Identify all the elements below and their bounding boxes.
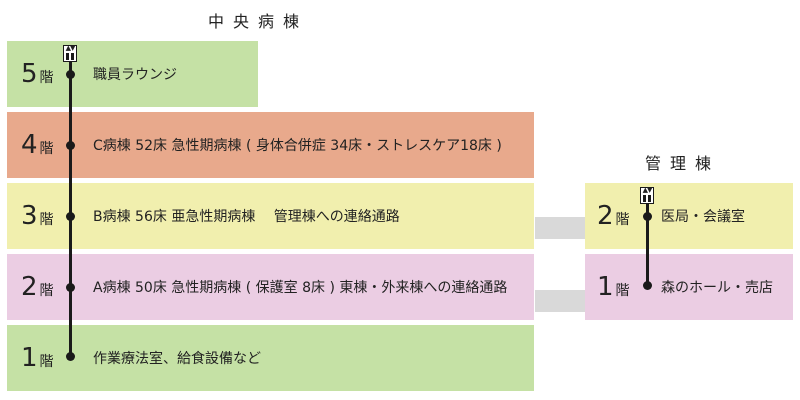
floor-stop-dot	[66, 70, 75, 79]
main-building-title: 中央病棟	[208, 12, 309, 31]
floor-stop-dot	[643, 212, 652, 221]
floor-stop-dot	[66, 212, 75, 221]
floor-number: 1	[21, 343, 38, 373]
floor-number: 1	[597, 272, 614, 302]
floor-description: C病棟 52床 急性期病棟 ( 身体合併症 34床・ストレスケア18床 )	[93, 138, 502, 154]
floor-description: 作業療法室、給食設備など	[93, 351, 261, 367]
floor-description: 職員ラウンジ	[93, 67, 177, 83]
floor-suffix: 階	[39, 141, 54, 157]
floor-suffix: 階	[39, 70, 54, 86]
floor-suffix: 階	[39, 354, 54, 370]
floor-number: 2	[597, 201, 614, 231]
floor-suffix: 階	[39, 212, 54, 228]
floor-suffix: 階	[615, 212, 630, 228]
floor-suffix: 階	[39, 283, 54, 299]
floor-stop-dot	[643, 281, 652, 290]
floor-number: 5	[21, 59, 38, 89]
floor-number: 4	[21, 130, 38, 160]
floor-number: 2	[21, 272, 38, 302]
floor-description: A病棟 50床 急性期病棟 ( 保護室 8床 ) 東棟・外来棟への連絡通路	[93, 280, 508, 296]
floor-number: 3	[21, 201, 38, 231]
elevator-icon: ▲▼	[63, 45, 77, 62]
corridor-2f	[535, 290, 585, 312]
admin-building-title: 管理棟	[645, 154, 721, 173]
floor-description: 森のホール・売店	[661, 280, 773, 296]
elevator-icon: ▲▼	[640, 187, 654, 204]
elevator-shaft-main	[69, 60, 72, 356]
floor-stop-dot	[66, 283, 75, 292]
elevator-shaft-admin	[646, 202, 649, 284]
floor-description: 医局・会議室	[661, 209, 745, 225]
floor-stop-dot	[66, 141, 75, 150]
floor-description: B病棟 56床 亜急性期病棟 管理棟への連絡通路	[93, 209, 400, 225]
corridor-3f	[535, 217, 585, 239]
floor-suffix: 階	[615, 283, 630, 299]
floor-stop-dot	[66, 352, 75, 361]
